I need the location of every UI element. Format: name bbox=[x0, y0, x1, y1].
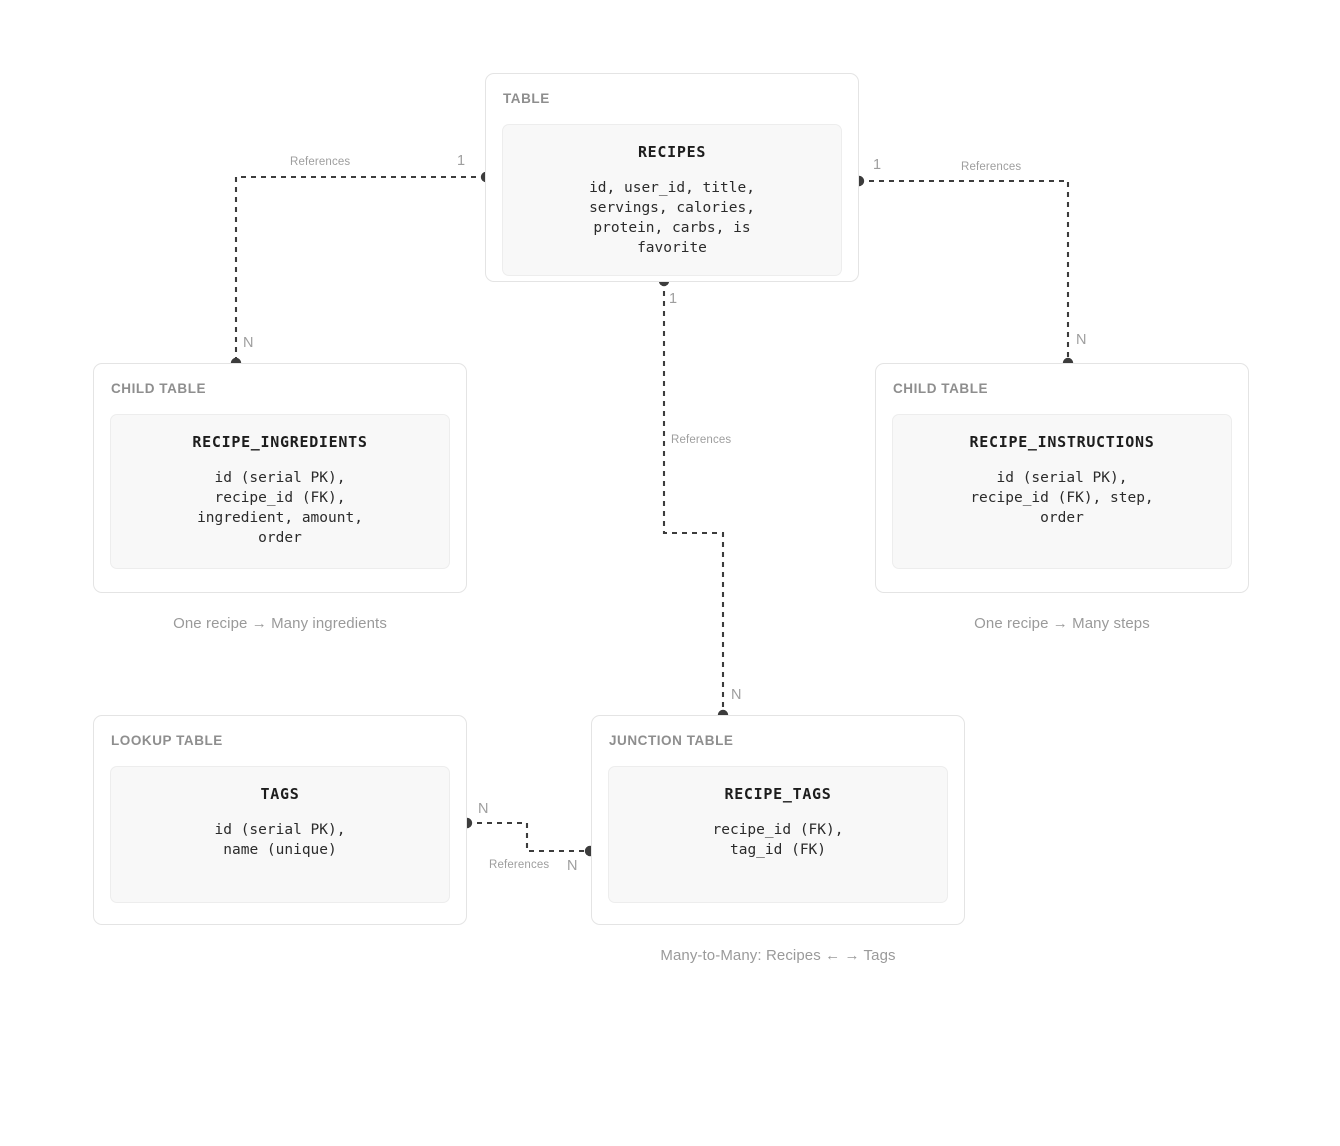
node-recipe-ingredients[interactable]: CHILD TABLE RECIPE_INGREDIENTS id (seria… bbox=[93, 363, 467, 593]
node-recipes-fields: id, user_id, title, servings, calories, … bbox=[589, 179, 755, 256]
node-recipe-tags-title: RECIPE_TAGS bbox=[724, 784, 832, 803]
edge-recipes-to-ingredients-path bbox=[234, 175, 486, 363]
node-tags[interactable]: LOOKUP TABLE TAGS id (serial PK), name (… bbox=[93, 715, 467, 925]
node-recipes-kind: TABLE bbox=[503, 91, 550, 106]
cardinality-recipes-to-ingredients-source: 1 bbox=[457, 153, 466, 169]
node-recipes-title: RECIPES bbox=[637, 142, 707, 161]
edge-label-recipes-to-recipetags: References bbox=[671, 434, 732, 446]
node-tags-title: TAGS bbox=[260, 784, 300, 803]
node-recipe-instructions-kind: CHILD TABLE bbox=[893, 381, 989, 396]
cardinality-tags-to-recipetags-source: N bbox=[478, 801, 489, 817]
cardinality-recipes-to-ingredients-target: N bbox=[243, 335, 254, 351]
caption-recipe-tags: Many-to-Many: Recipes ← → Tags bbox=[660, 947, 896, 964]
edge-label-recipes-to-ingredients: References bbox=[290, 156, 351, 168]
cardinality-recipes-to-recipetags-source: 1 bbox=[669, 291, 678, 307]
node-recipe-tags-box: RECIPE_TAGS recipe_id (FK), tag_id (FK) bbox=[608, 765, 948, 903]
edge-recipes-to-instructions-path bbox=[859, 179, 1070, 363]
node-recipe-tags-fields: recipe_id (FK), tag_id (FK) bbox=[712, 821, 844, 858]
node-recipe-tags-kind: JUNCTION TABLE bbox=[609, 733, 734, 748]
node-recipe-ingredients-fields: id (serial PK), recipe_id (FK), ingredie… bbox=[197, 469, 363, 546]
node-recipe-instructions-fields: id (serial PK), recipe_id (FK), step, or… bbox=[970, 469, 1154, 526]
node-recipe-ingredients-title: RECIPE_INGREDIENTS bbox=[192, 432, 368, 451]
node-recipe-ingredients-kind: CHILD TABLE bbox=[111, 381, 207, 396]
node-recipe-instructions-title: RECIPE_INSTRUCTIONS bbox=[969, 432, 1155, 451]
caption-recipe-ingredients: One recipe → Many ingredients bbox=[173, 615, 387, 632]
edge-tags-to-recipetags-path bbox=[467, 821, 590, 853]
cardinality-tags-to-recipetags-target: N bbox=[567, 858, 578, 874]
node-tags-kind: LOOKUP TABLE bbox=[111, 733, 223, 748]
node-recipe-ingredients-box: RECIPE_INGREDIENTS id (serial PK), recip… bbox=[110, 413, 450, 569]
node-recipes-box: RECIPES id, user_id, title, servings, ca… bbox=[502, 123, 842, 276]
cardinality-recipes-to-recipetags-target: N bbox=[731, 687, 742, 703]
node-recipe-instructions-box: RECIPE_INSTRUCTIONS id (serial PK), reci… bbox=[892, 413, 1232, 569]
caption-recipe-instructions: One recipe → Many steps bbox=[974, 615, 1150, 632]
cardinality-recipes-to-instructions-target: N bbox=[1076, 332, 1087, 348]
node-tags-box: TAGS id (serial PK), name (unique) bbox=[110, 765, 450, 903]
cardinality-recipes-to-instructions-source: 1 bbox=[873, 157, 882, 173]
edge-label-recipes-to-instructions: References bbox=[961, 161, 1022, 173]
edge-label-tags-to-recipetags: References bbox=[489, 859, 550, 871]
node-recipes[interactable]: TABLE RECIPES id, user_id, title, servin… bbox=[485, 73, 859, 282]
edge-recipes-to-recipetags-path bbox=[662, 281, 725, 715]
node-recipe-tags[interactable]: JUNCTION TABLE RECIPE_TAGS recipe_id (FK… bbox=[591, 715, 965, 925]
node-tags-fields: id (serial PK), name (unique) bbox=[214, 821, 346, 858]
node-recipe-instructions[interactable]: CHILD TABLE RECIPE_INSTRUCTIONS id (seri… bbox=[875, 363, 1249, 593]
